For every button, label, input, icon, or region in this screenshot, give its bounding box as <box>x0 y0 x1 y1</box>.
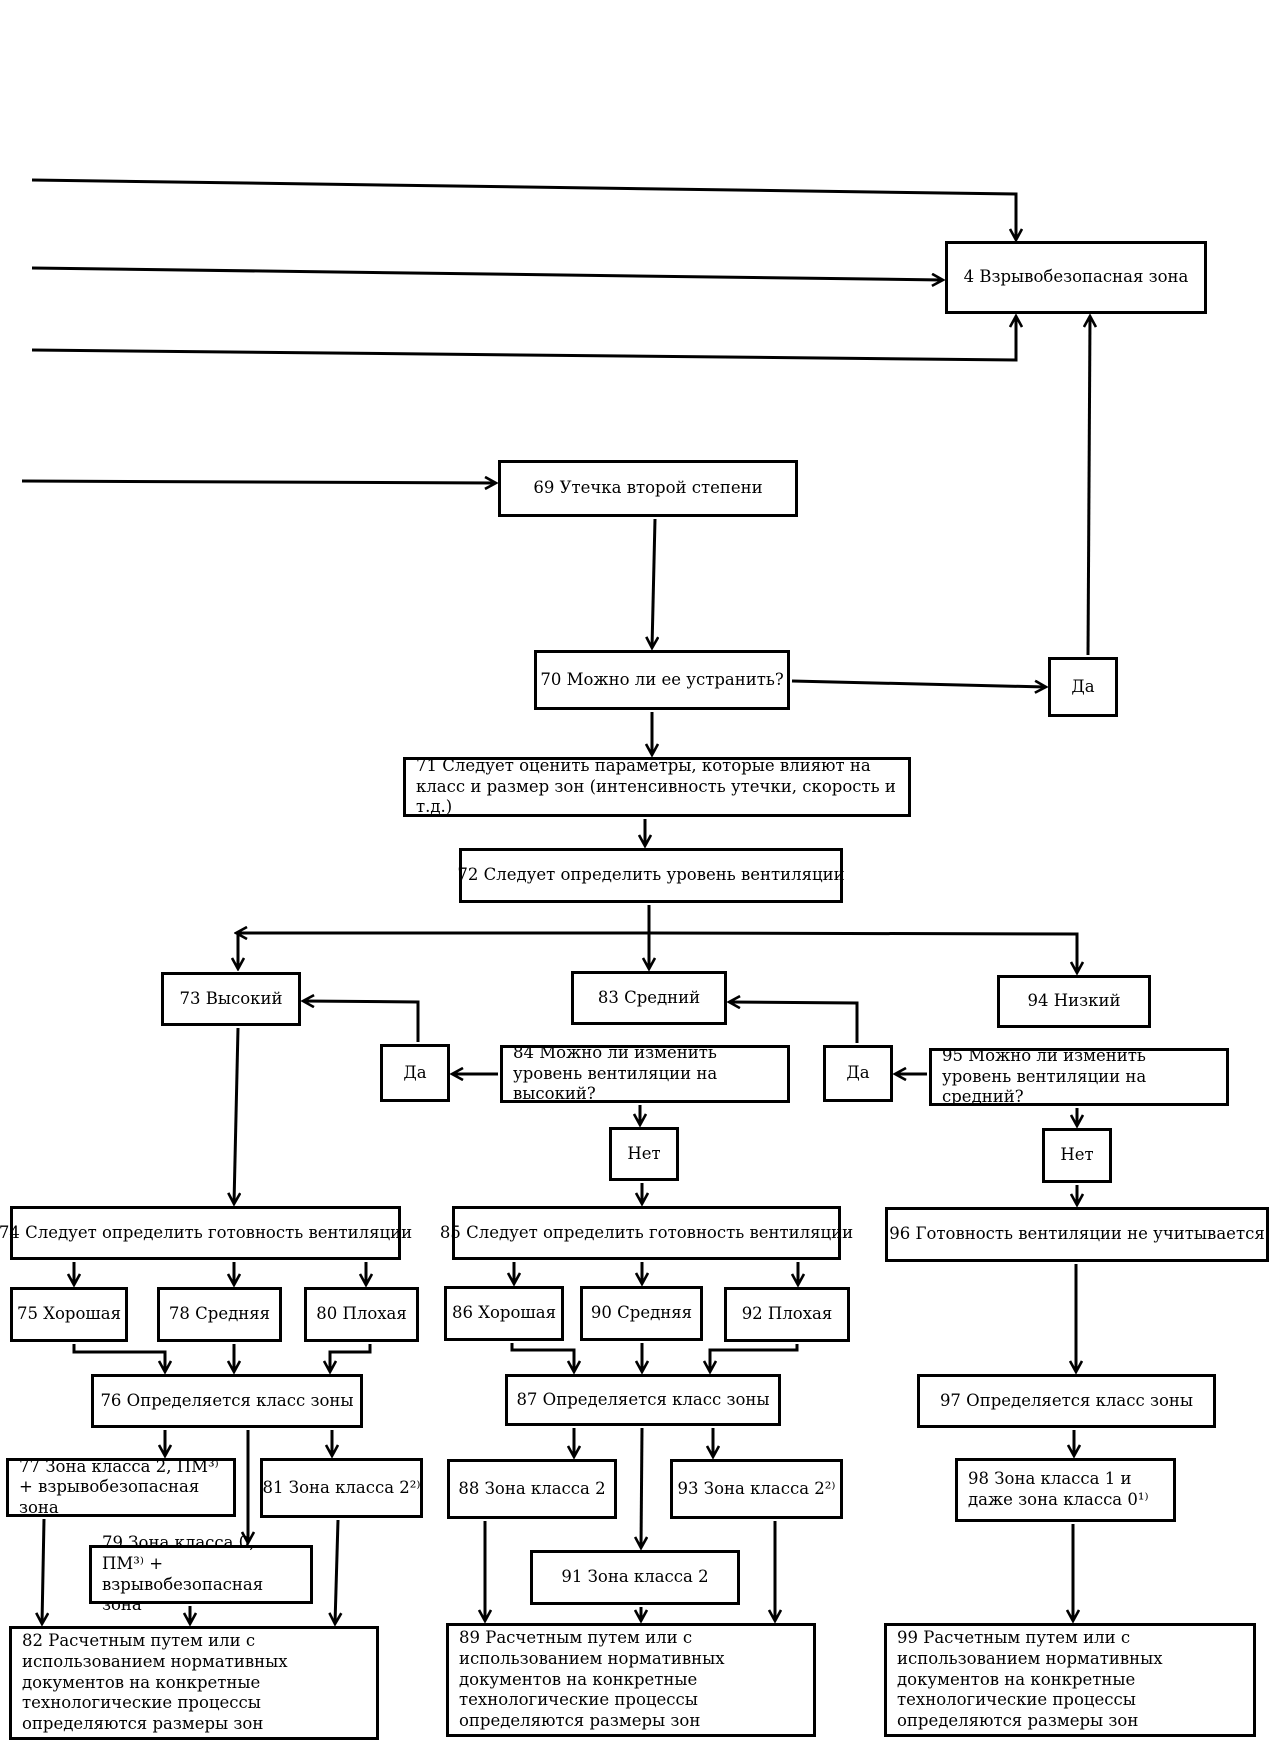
connector-arrow <box>335 1519 338 1624</box>
box-99-calculate-zone-sizes: 99 Расчетным путем или с использованием … <box>884 1623 1256 1737</box>
connector-arrow <box>1088 316 1090 656</box>
box-69-second-degree-leak: 69 Утечка второй степени <box>498 460 798 517</box>
connector-arrow <box>31 316 1016 362</box>
connector-arrow <box>791 679 1046 687</box>
box-95-yes: Да <box>823 1045 893 1102</box>
connector-arrow <box>710 1344 799 1372</box>
connector-arrow <box>42 1518 44 1624</box>
box-73-high: 73 Высокий <box>161 972 301 1026</box>
box-84-yes: Да <box>380 1044 450 1102</box>
box-84-change-to-high: 84 Можно ли изменить уровень вентиляции … <box>500 1043 790 1103</box>
connector-arrow <box>729 1002 859 1043</box>
box-82-calculate-zone-sizes: 82 Расчетным путем или с использованием … <box>9 1626 379 1740</box>
box-95-no: Нет <box>1042 1128 1112 1183</box>
box-92-poor: 92 Плохая <box>724 1287 850 1342</box>
box-94-low: 94 Низкий <box>997 975 1151 1028</box>
connector-arrow <box>72 1344 165 1372</box>
box-86-good: 86 Хорошая <box>444 1286 564 1341</box>
box-4-explosion-safe-zone: 4 Взрывобезопасная зона <box>945 241 1207 314</box>
connector-arrow <box>510 1343 574 1372</box>
box-70-can-eliminate: 70 Можно ли ее устранить? <box>534 650 790 710</box>
box-77-zone-2-pm: 77 Зона класса 2, ПМ³⁾ + взрывобезопасна… <box>6 1457 236 1517</box>
connector-arrow <box>234 1027 238 1204</box>
connector-arrow <box>641 1427 642 1548</box>
box-87-zone-class: 87 Определяется класс зоны <box>505 1374 781 1426</box>
box-83-medium: 83 Средний <box>571 971 727 1025</box>
box-79-zone-0-pm: 79 Зона класса 0, ПМ³⁾ + взрывобезопасна… <box>89 1533 313 1614</box>
connector-arrow <box>652 518 655 648</box>
box-95-change-to-medium: 95 Можно ли изменить уровень вентиляции … <box>929 1046 1229 1106</box>
box-70-yes: Да <box>1048 657 1118 717</box>
connector-arrow <box>303 1001 420 1042</box>
box-96-readiness-not-considered: 96 Готовность вентиляции не учитывается <box>885 1207 1269 1262</box>
box-74-determine-readiness: 74 Следует определить готовность вентиля… <box>0 1206 412 1260</box>
box-84-no: Нет <box>609 1127 679 1181</box>
box-78-average: 78 Средняя <box>157 1287 282 1342</box>
box-72-determine-ventilation-level: 72 Следует определить уровень вентиляции <box>457 848 845 903</box>
connector-arrow <box>238 931 649 969</box>
box-75-good: 75 Хорошая <box>10 1287 128 1342</box>
connector-arrow <box>21 481 496 483</box>
box-98-zone-1-or-0: 98 Зона класса 1 и даже зона класса 0¹⁾ <box>955 1458 1176 1522</box>
box-85-determine-readiness: 85 Следует определить готовность вентиля… <box>440 1206 853 1260</box>
connector-arrow <box>31 266 943 280</box>
box-93-zone-2: 93 Зона класса 2²⁾ <box>670 1459 843 1519</box>
connector-arrow <box>31 178 1016 240</box>
box-91-zone-2: 91 Зона класса 2 <box>530 1550 740 1605</box>
connector-arrow <box>648 931 1077 973</box>
box-81-zone-2: 81 Зона класса 2²⁾ <box>260 1458 423 1518</box>
box-80-poor: 80 Плохая <box>304 1287 419 1342</box>
box-88-zone-2: 88 Зона класса 2 <box>447 1459 617 1519</box>
connector-arrow <box>330 1344 372 1372</box>
box-89-calculate-zone-sizes: 89 Расчетным путем или с использованием … <box>446 1623 816 1737</box>
box-97-zone-class: 97 Определяется класс зоны <box>917 1374 1216 1428</box>
box-76-zone-class: 76 Определяется класс зоны <box>91 1374 363 1428</box>
box-90-average: 90 Средняя <box>580 1286 703 1341</box>
box-71-evaluate-params: 71 Следует оценить параметры, которые вл… <box>403 756 911 817</box>
